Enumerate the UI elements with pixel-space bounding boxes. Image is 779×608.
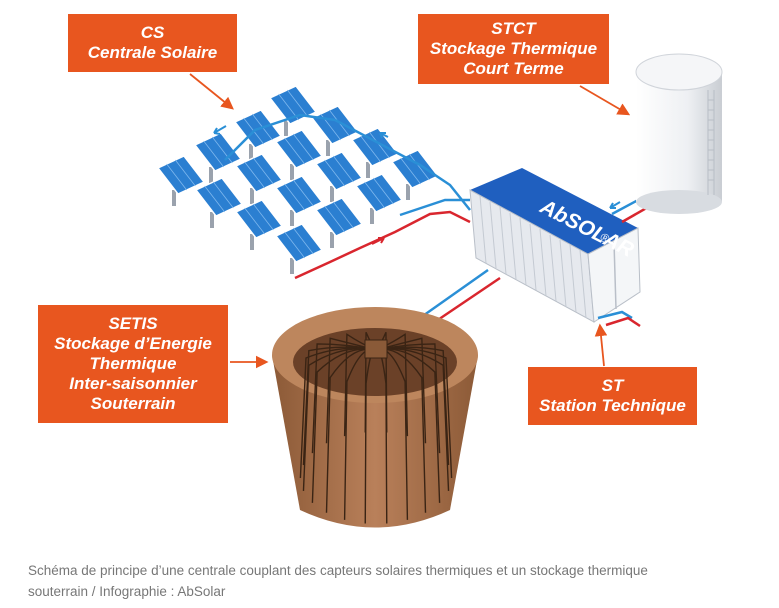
label-st-code: ST — [601, 376, 624, 395]
solar-panel — [268, 85, 318, 136]
figure-caption: Schéma de principe d’une centrale coupla… — [28, 560, 748, 602]
cold-pipe-panels — [224, 113, 471, 211]
solar-panel — [274, 129, 324, 180]
label-stct-code: STCT — [491, 19, 536, 38]
arrow-stct — [579, 85, 631, 116]
panel-pipes — [224, 113, 471, 280]
solar-panel — [350, 127, 400, 178]
label-setis-line3: Inter-saisonnier — [69, 374, 197, 393]
container-end — [587, 227, 641, 323]
solar-panel — [310, 105, 360, 156]
arrow-st — [594, 323, 608, 367]
label-stct-line1: Stockage Thermique — [429, 39, 598, 58]
tank-body — [636, 72, 722, 202]
solar-panel — [390, 149, 440, 200]
pointer-arrows — [189, 73, 631, 369]
caption-line1: Schéma de principe d’une centrale coupla… — [28, 563, 648, 578]
solar-panel — [274, 223, 324, 274]
label-stct-line2: Court Terme — [463, 59, 564, 78]
label-setis-code: SETIS — [108, 314, 158, 333]
cold-pipe-outlet — [597, 310, 633, 320]
label-setis-line1: Stockage d’Energie — [54, 334, 212, 353]
solar-panel — [193, 132, 243, 183]
caption-line2: souterrain / Infographie : AbSolar — [28, 584, 226, 599]
tank-top — [635, 53, 723, 91]
flow-arrow-red-1 — [371, 237, 385, 245]
solar-panel — [194, 177, 244, 228]
solar-panel — [234, 199, 284, 250]
hot-pipe-panels — [294, 210, 471, 280]
storage-body — [272, 355, 478, 528]
underground-storage — [272, 307, 478, 528]
hot-pipe-outlet — [605, 316, 641, 328]
label-cs-code: CS — [140, 23, 165, 42]
flow-arrows — [213, 125, 621, 245]
solar-panel — [233, 109, 283, 160]
storage-pit — [293, 328, 457, 396]
storage-tank — [635, 53, 723, 214]
solar-panel — [314, 151, 364, 202]
label-cs-name: Centrale Solaire — [87, 43, 218, 62]
solar-panel — [274, 175, 324, 226]
tank-bottom — [636, 190, 722, 214]
label-stockage-souterrain: SETIS Stockage d’Energie Thermique Inter… — [38, 305, 228, 423]
arrow-cs — [189, 73, 234, 110]
storage-hub — [364, 339, 388, 359]
solar-panel — [314, 197, 364, 248]
technical-station-container: AbSOLAR ® — [469, 168, 641, 323]
solar-panel-array — [156, 85, 440, 274]
label-stockage-court-terme: STCT Stockage Thermique Court Terme — [418, 14, 609, 84]
solar-panel — [156, 155, 206, 206]
label-setis-line2: Thermique — [89, 354, 177, 373]
flow-arrow-blue-2 — [379, 132, 389, 139]
solar-panel — [354, 173, 404, 224]
system-diagram: AbSOLAR ® — [156, 53, 723, 528]
label-centrale-solaire: CS Centrale Solaire — [68, 14, 237, 72]
container-top — [470, 168, 638, 254]
flow-arrow-blue-3 — [609, 201, 621, 209]
label-st-name: Station Technique — [539, 396, 686, 415]
flow-arrow-blue-1 — [213, 125, 227, 135]
solar-panel — [234, 153, 284, 204]
container-door-split — [613, 241, 617, 310]
cold-pipe-return — [399, 198, 470, 217]
label-station-technique: ST Station Technique — [528, 367, 697, 425]
label-setis-line4: Souterrain — [90, 394, 176, 413]
